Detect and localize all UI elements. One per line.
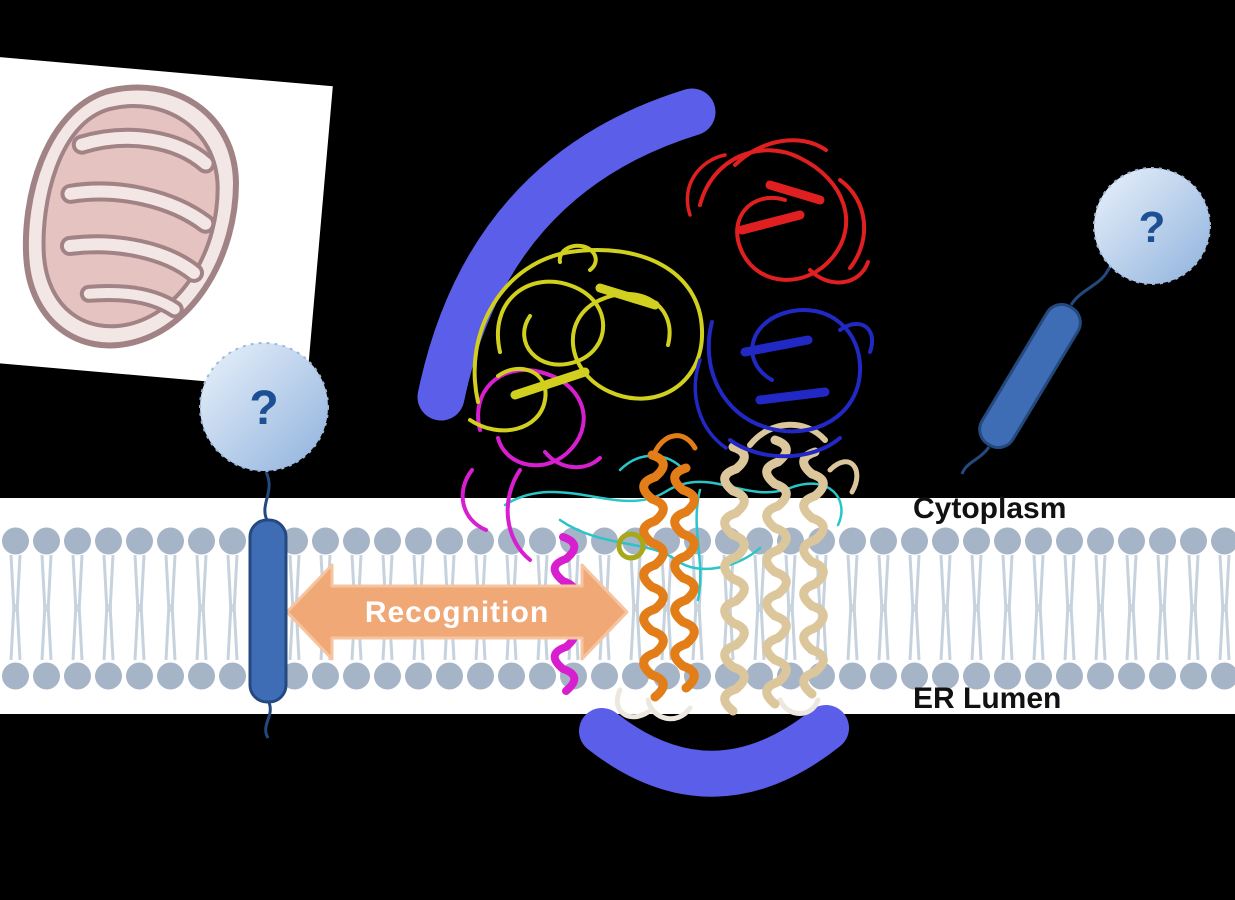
mystery-factor-circle: [1093, 167, 1211, 285]
ribbon-path: [468, 366, 548, 433]
ribbon-path: [827, 459, 860, 495]
recognition-arrow: Recognition: [285, 563, 629, 661]
chaperone-arc-top-icon: [417, 88, 716, 421]
ribbon-path: [808, 260, 870, 285]
ribbon-domain-orange: [639, 433, 699, 702]
question-mark-right: ?: [1139, 203, 1166, 252]
ribbon-path: [765, 180, 825, 205]
ribbon-path: [639, 450, 668, 702]
ribbon-path: [777, 697, 821, 716]
ta-protein-right: ?: [960, 167, 1211, 475]
ribbon-domain-yellow: [468, 243, 705, 433]
cytoplasm-label: Cytoplasm: [913, 492, 1066, 525]
ribbon-path: [685, 153, 727, 217]
ribbon-path: [762, 435, 791, 709]
mito-cristae: [59, 127, 216, 319]
question-mark-left: ?: [249, 382, 278, 435]
ribbon-path: [543, 450, 602, 470]
ribbon-path: [755, 387, 830, 405]
ribbon-path: [733, 138, 828, 167]
ribbon-path: [838, 322, 874, 354]
ribbon-domain-wheat: [720, 421, 860, 716]
ribbon-domain-pale: [614, 687, 821, 722]
ribbon-path: [728, 436, 842, 459]
tether-line: [264, 699, 272, 739]
ribbon-path: [505, 468, 532, 562]
er-lumen-label: ER Lumen: [913, 682, 1061, 715]
ribbon-path: [670, 463, 699, 693]
ribbon-domain-blue: [693, 308, 874, 459]
chaperone-crescent-bottom-icon: [579, 705, 849, 797]
ribbon-domain-red: [685, 138, 870, 285]
ribbon-path: [496, 279, 606, 367]
mitochondrion-icon: [22, 84, 240, 349]
ribbon-path: [740, 335, 813, 357]
ribbon-path: [503, 480, 843, 527]
ribbon-path: [838, 178, 867, 270]
ribbon-path: [698, 148, 849, 282]
ribbon-path: [706, 308, 863, 434]
ribbon-path: [645, 697, 693, 722]
recognition-label: Recognition: [365, 596, 549, 629]
ribbon-path: [747, 421, 828, 448]
ribbon-path: [652, 433, 698, 455]
ribbon-path: [799, 447, 828, 699]
ta-helix-cylinder-icon: [248, 518, 288, 704]
ribbon-path: [472, 248, 705, 404]
double-arrow-icon: [285, 563, 629, 661]
tether-line: [263, 471, 271, 523]
ribbon-path: [476, 368, 586, 468]
tether-line: [960, 446, 991, 475]
ta-protein-left: ?: [199, 342, 329, 739]
ribbon-path: [595, 283, 660, 310]
ribbon-path: [693, 358, 728, 450]
mitochondrion-panel: [0, 50, 333, 391]
ribbon-path: [737, 210, 805, 235]
mystery-factor-circle: [199, 342, 329, 472]
ribbon-path: [510, 367, 590, 400]
ta-helix-cylinder-icon: [978, 302, 1082, 450]
ribbon-path: [720, 442, 749, 716]
ribbon-path: [460, 468, 488, 532]
ribbon-ring: [616, 531, 646, 561]
ribbon-path: [614, 687, 651, 720]
ribbon-path: [557, 243, 598, 272]
